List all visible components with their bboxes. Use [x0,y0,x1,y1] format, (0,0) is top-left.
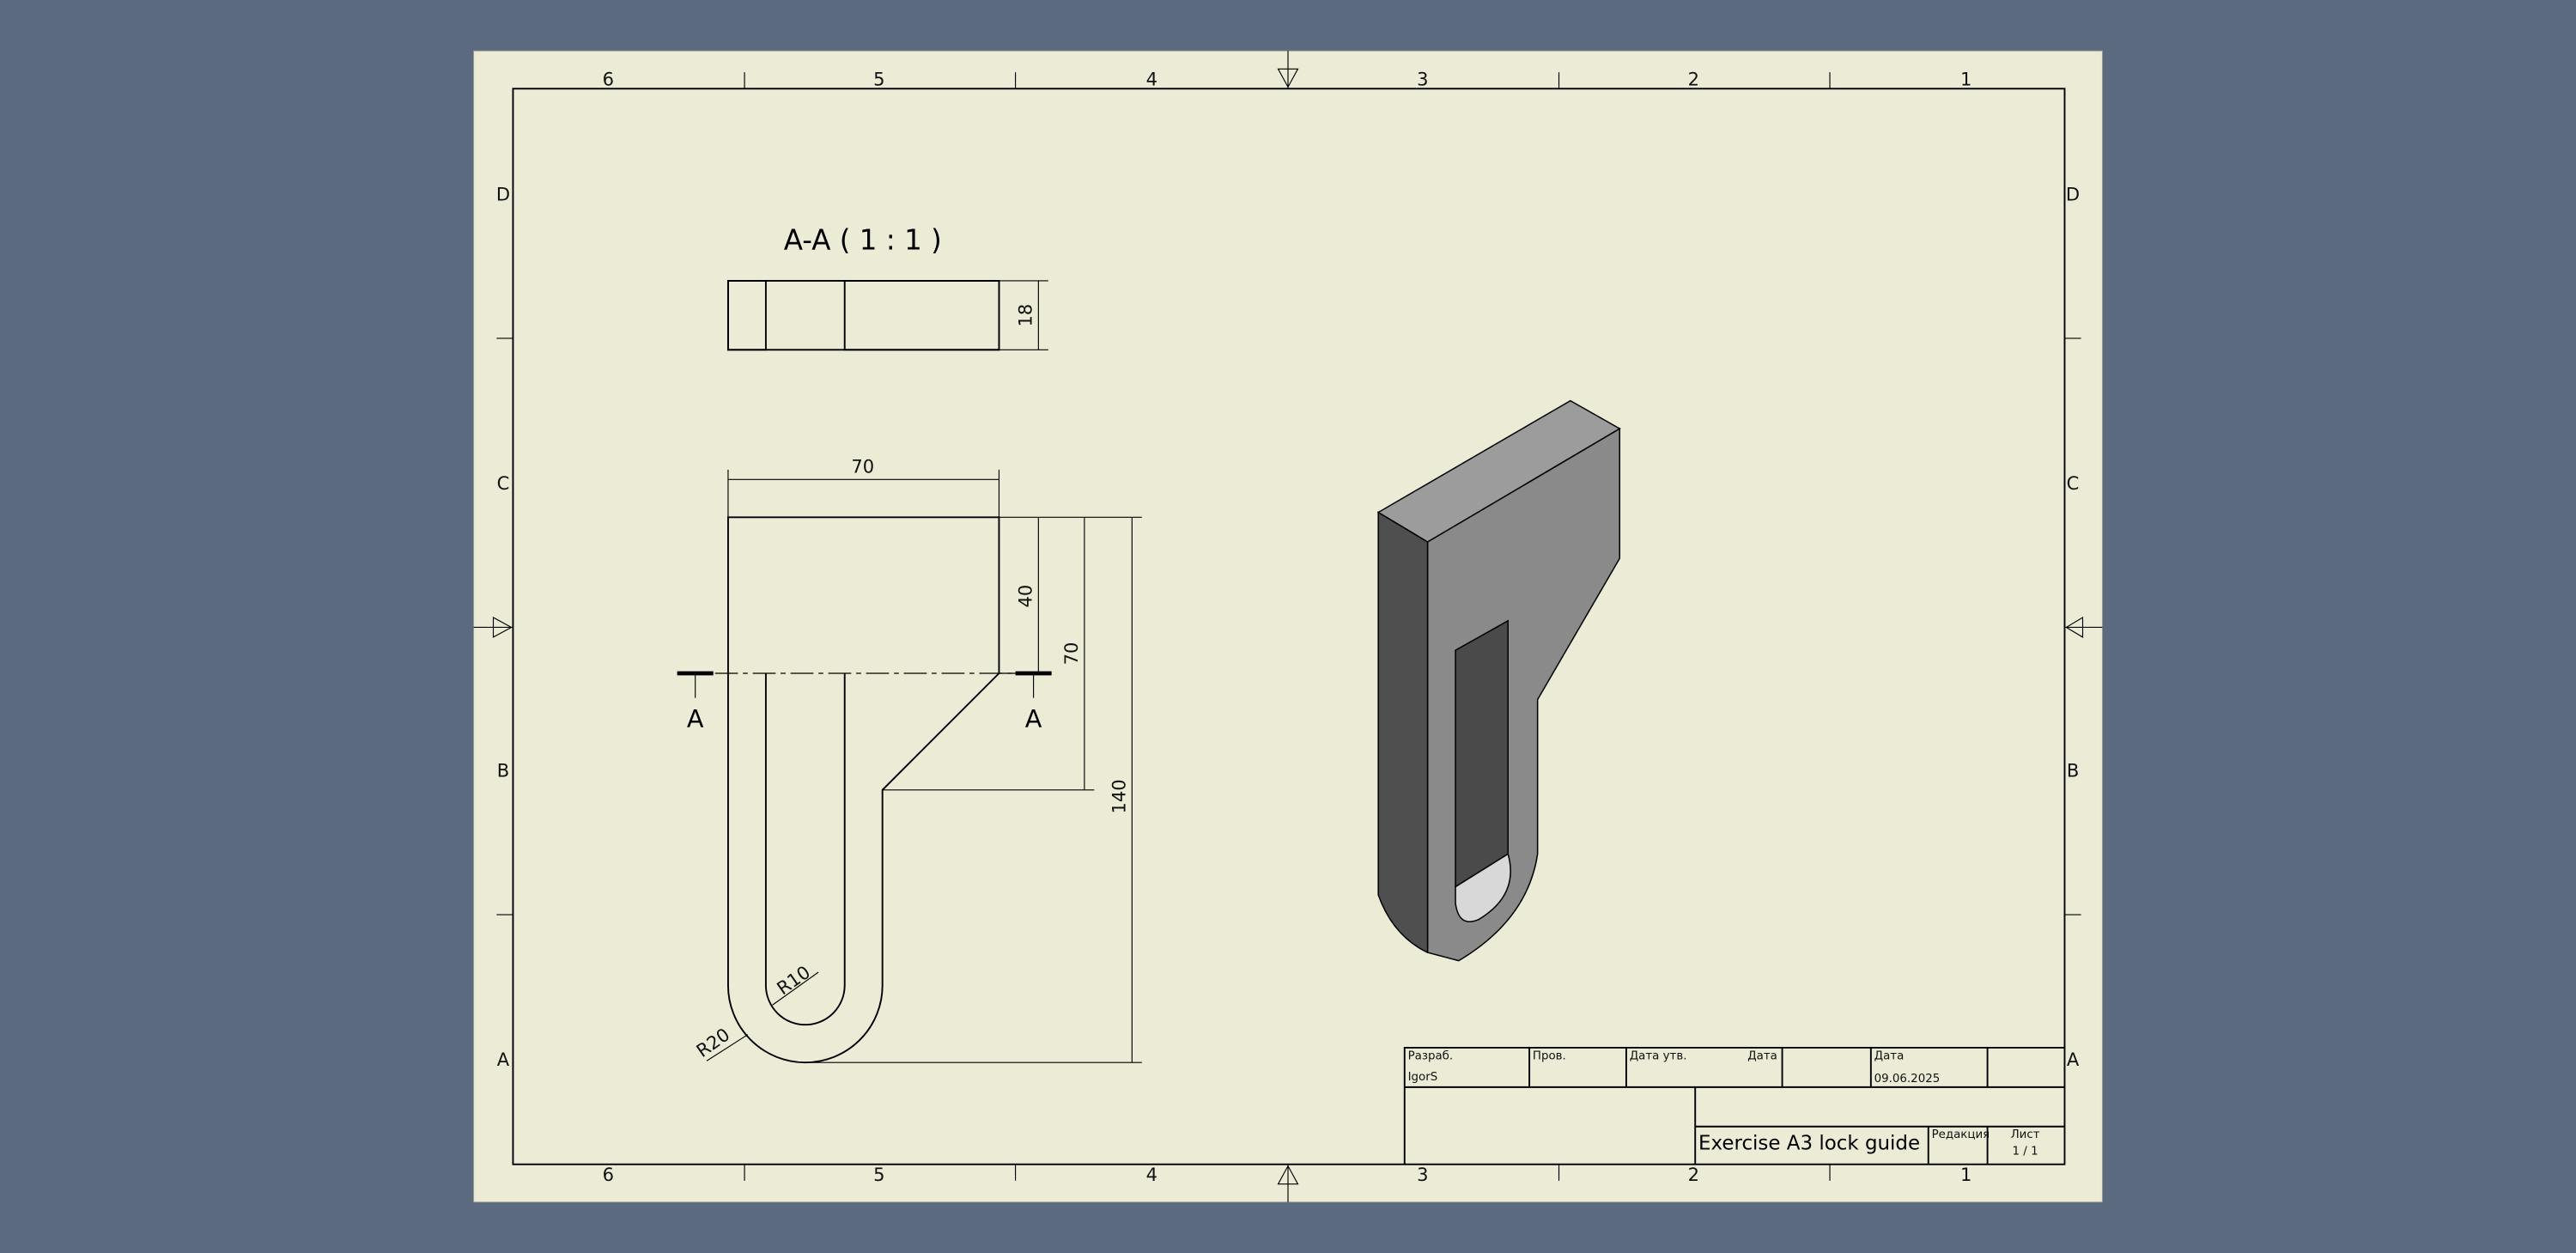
col-label: 3 [1417,1164,1428,1185]
dim-width: 70 [851,456,874,477]
dim-thickness-line [999,280,1048,350]
col-label: 4 [1146,1164,1157,1185]
section-arrows [695,674,1035,698]
col-label: 4 [1146,68,1157,89]
row-label: A [2067,1049,2080,1070]
row-label: D [496,183,510,204]
col-label: 1 [1960,1164,1971,1185]
part-outline [726,516,1000,1064]
col-label: 2 [1688,68,1699,89]
paper [473,50,2103,1203]
row-label: B [497,759,509,781]
border-frame [512,88,2066,1165]
zone-labels: 6 5 4 3 2 1 6 5 4 3 2 1 D C B A D C B A [496,68,2080,1184]
dim-mid-height: 70 [1060,642,1082,666]
isometric-view [1376,399,1621,962]
dim-vertical-lines [805,516,1142,1063]
approved-date-label: Дата утв. [1630,1049,1687,1062]
dim-width-line [727,469,1000,518]
section-outline [726,280,1000,351]
date-label: Дата [1874,1049,1905,1062]
zone-ticks [473,51,2103,1202]
iso-slot [1455,619,1509,888]
dim-top-height: 40 [1015,585,1036,608]
developer-label: Разраб. [1408,1049,1454,1062]
section-title: A-A ( 1 : 1 ) [784,224,942,257]
title-block: Разраб. IgorS Пров. Дата утв. Дата Дата … [1403,1047,2065,1165]
date-label: Дата [1747,1049,1777,1062]
sheet-value: 1 / 1 [2013,1145,2038,1158]
iso-side-face [1377,511,1429,954]
col-label: 3 [1417,68,1428,89]
row-label: B [2067,759,2079,781]
sheet-label: Лист [2011,1128,2040,1141]
col-label: 6 [603,1164,614,1185]
section-label-right: A [1025,704,1042,733]
dim-thickness: 18 [1015,304,1036,327]
col-label: 6 [603,68,614,89]
section-label-left: A [687,704,704,733]
section-view: A-A ( 1 : 1 ) 18 [726,224,1048,351]
date-value: 09.06.2025 [1874,1073,1941,1086]
col-label: 5 [873,1164,884,1185]
row-label: A [497,1049,510,1070]
revision-label: Редакция [1932,1128,1990,1141]
row-label: D [2066,183,2080,204]
developer-name: IgorS [1408,1071,1438,1084]
dim-total-height: 140 [1109,779,1130,813]
checked-label: Пров. [1533,1049,1566,1062]
radius-leaders [706,971,819,1061]
slot-outline [764,672,846,1026]
col-label: 1 [1960,68,1971,89]
iso-slot-bottom [1455,853,1511,922]
row-label: C [497,472,510,494]
drawing-title: Exercise A3 lock guide [1698,1133,1920,1155]
row-label: C [2067,472,2080,494]
col-label: 2 [1688,1164,1699,1185]
col-label: 5 [873,68,884,89]
